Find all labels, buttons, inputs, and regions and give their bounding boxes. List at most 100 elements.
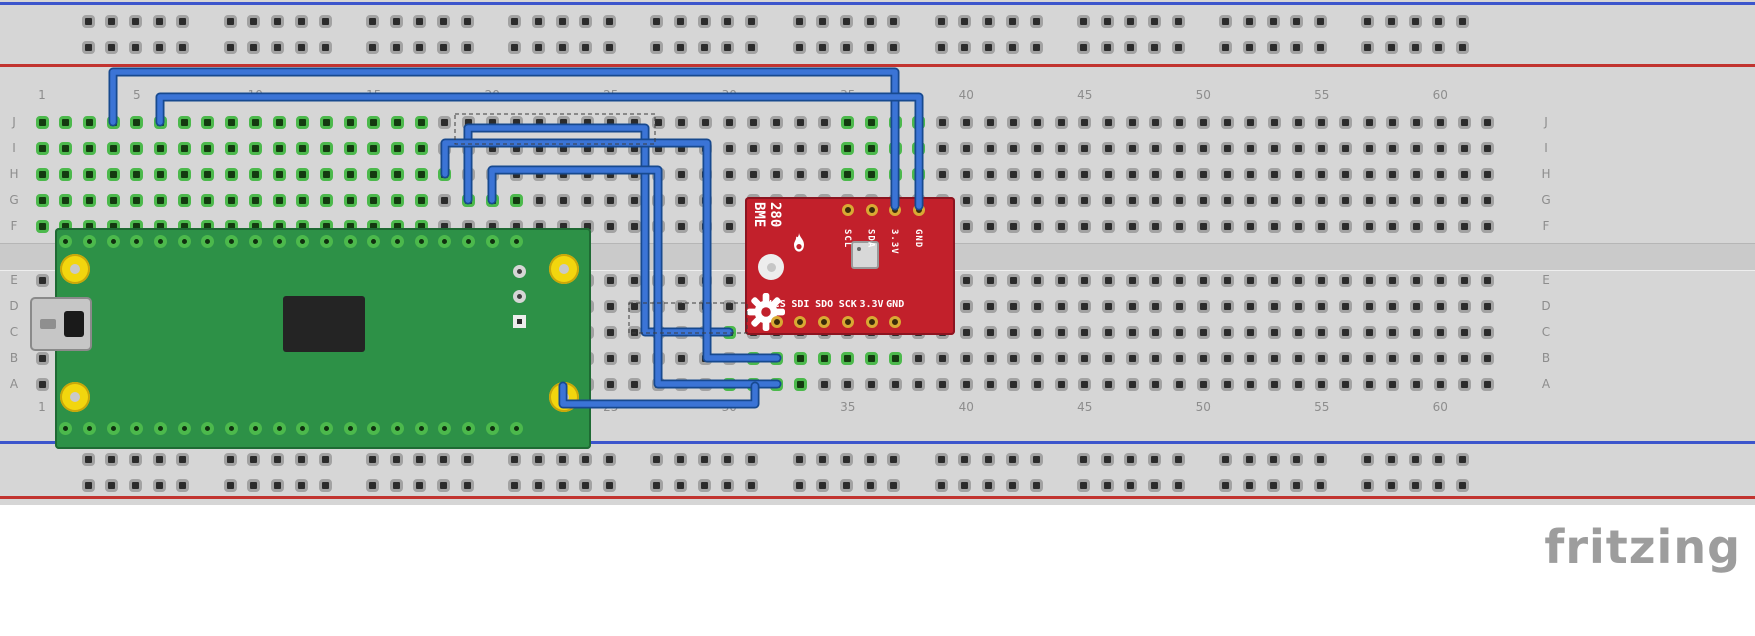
breadboard-hole[interactable]: [1410, 377, 1424, 391]
breadboard-hole[interactable]: [1007, 299, 1021, 313]
breadboard-hole[interactable]: [912, 377, 926, 391]
breadboard-hole[interactable]: [1220, 167, 1234, 181]
rail-hole[interactable]: [318, 14, 332, 28]
breadboard-hole[interactable]: [1196, 273, 1210, 287]
teensy-pin[interactable]: [59, 421, 73, 435]
rail-hole[interactable]: [721, 40, 735, 54]
breadboard-hole[interactable]: [438, 167, 452, 181]
breadboard-hole[interactable]: [936, 141, 950, 155]
breadboard-hole[interactable]: [35, 273, 49, 287]
bme-pin-cs[interactable]: [770, 316, 783, 328]
rail-hole[interactable]: [1100, 40, 1114, 54]
breadboard-hole[interactable]: [1362, 377, 1376, 391]
teensy-pin[interactable]: [130, 234, 144, 248]
breadboard-hole[interactable]: [1267, 219, 1281, 233]
breadboard-hole[interactable]: [628, 377, 641, 391]
breadboard-hole[interactable]: [1030, 115, 1044, 129]
breadboard-hole[interactable]: [936, 167, 950, 181]
breadboard-hole[interactable]: [1291, 377, 1305, 391]
rail-hole[interactable]: [128, 14, 142, 28]
breadboard-hole[interactable]: [248, 193, 262, 207]
rail-hole[interactable]: [105, 452, 119, 466]
breadboard-hole[interactable]: [675, 377, 689, 391]
breadboard-hole[interactable]: [1244, 351, 1258, 365]
breadboard-hole[interactable]: [746, 351, 760, 365]
rail-hole[interactable]: [1029, 452, 1043, 466]
teensy-pin[interactable]: [296, 421, 310, 435]
breadboard-hole[interactable]: [462, 167, 476, 181]
breadboard-hole[interactable]: [1481, 325, 1495, 339]
breadboard-hole[interactable]: [1007, 167, 1021, 181]
breadboard-hole[interactable]: [1078, 193, 1092, 207]
rail-hole[interactable]: [1005, 40, 1019, 54]
breadboard-hole[interactable]: [1054, 325, 1068, 339]
breadboard-hole[interactable]: [1291, 351, 1305, 365]
breadboard-hole[interactable]: [1125, 141, 1139, 155]
teensy-pin[interactable]: [106, 421, 120, 435]
rail-hole[interactable]: [674, 452, 687, 466]
teensy-pin[interactable]: [154, 234, 167, 248]
breadboard-hole[interactable]: [1102, 377, 1115, 391]
rail-hole[interactable]: [389, 14, 403, 28]
rail-hole[interactable]: [1385, 40, 1398, 54]
breadboard-hole[interactable]: [1481, 219, 1495, 233]
breadboard-hole[interactable]: [462, 193, 476, 207]
rail-hole[interactable]: [271, 452, 285, 466]
breadboard-hole[interactable]: [1007, 115, 1021, 129]
breadboard-hole[interactable]: [1125, 193, 1139, 207]
bme-pin-3.3v[interactable]: [889, 204, 902, 216]
breadboard-hole[interactable]: [1457, 193, 1471, 207]
rail-hole[interactable]: [650, 40, 664, 54]
breadboard-hole[interactable]: [1196, 141, 1210, 155]
breadboard-hole[interactable]: [1244, 377, 1258, 391]
breadboard-hole[interactable]: [817, 351, 831, 365]
breadboard-hole[interactable]: [722, 115, 736, 129]
breadboard-hole[interactable]: [1054, 115, 1068, 129]
breadboard-hole[interactable]: [414, 193, 428, 207]
breadboard-hole[interactable]: [1267, 115, 1281, 129]
rail-hole[interactable]: [152, 478, 166, 492]
breadboard-hole[interactable]: [959, 115, 973, 129]
breadboard-hole[interactable]: [1433, 115, 1447, 129]
teensy-pin[interactable]: [201, 234, 215, 248]
breadboard-hole[interactable]: [604, 193, 618, 207]
rail-hole[interactable]: [839, 40, 853, 54]
rail-hole[interactable]: [389, 452, 403, 466]
teensy-pin[interactable]: [438, 421, 452, 435]
breadboard-hole[interactable]: [628, 193, 641, 207]
breadboard-hole[interactable]: [438, 141, 452, 155]
rail-hole[interactable]: [863, 478, 877, 492]
breadboard-hole[interactable]: [959, 273, 973, 287]
breadboard-hole[interactable]: [1102, 141, 1115, 155]
breadboard-hole[interactable]: [533, 193, 547, 207]
breadboard-hole[interactable]: [1362, 193, 1376, 207]
breadboard-hole[interactable]: [699, 299, 713, 313]
rail-hole[interactable]: [1290, 452, 1304, 466]
rail-hole[interactable]: [437, 14, 450, 28]
rail-hole[interactable]: [982, 452, 996, 466]
breadboard-hole[interactable]: [699, 351, 713, 365]
breadboard-hole[interactable]: [1125, 115, 1139, 129]
breadboard-hole[interactable]: [319, 141, 333, 155]
breadboard-hole[interactable]: [628, 351, 641, 365]
breadboard-hole[interactable]: [35, 167, 49, 181]
rail-hole[interactable]: [176, 452, 190, 466]
rail-hole[interactable]: [413, 452, 427, 466]
breadboard-hole[interactable]: [912, 167, 926, 181]
teensy-pin[interactable]: [59, 234, 73, 248]
breadboard-hole[interactable]: [296, 193, 310, 207]
rail-hole[interactable]: [1313, 14, 1327, 28]
breadboard-hole[interactable]: [628, 141, 641, 155]
teensy-pin[interactable]: [391, 421, 404, 435]
breadboard-hole[interactable]: [983, 299, 997, 313]
breadboard-hole[interactable]: [1196, 377, 1210, 391]
rail-hole[interactable]: [460, 478, 474, 492]
breadboard-hole[interactable]: [865, 167, 878, 181]
breadboard-hole[interactable]: [1030, 377, 1044, 391]
rail-hole[interactable]: [1171, 14, 1185, 28]
breadboard-hole[interactable]: [1220, 299, 1234, 313]
rail-hole[interactable]: [887, 40, 901, 54]
breadboard-hole[interactable]: [556, 193, 570, 207]
rail-hole[interactable]: [887, 478, 901, 492]
rail-hole[interactable]: [1432, 40, 1446, 54]
